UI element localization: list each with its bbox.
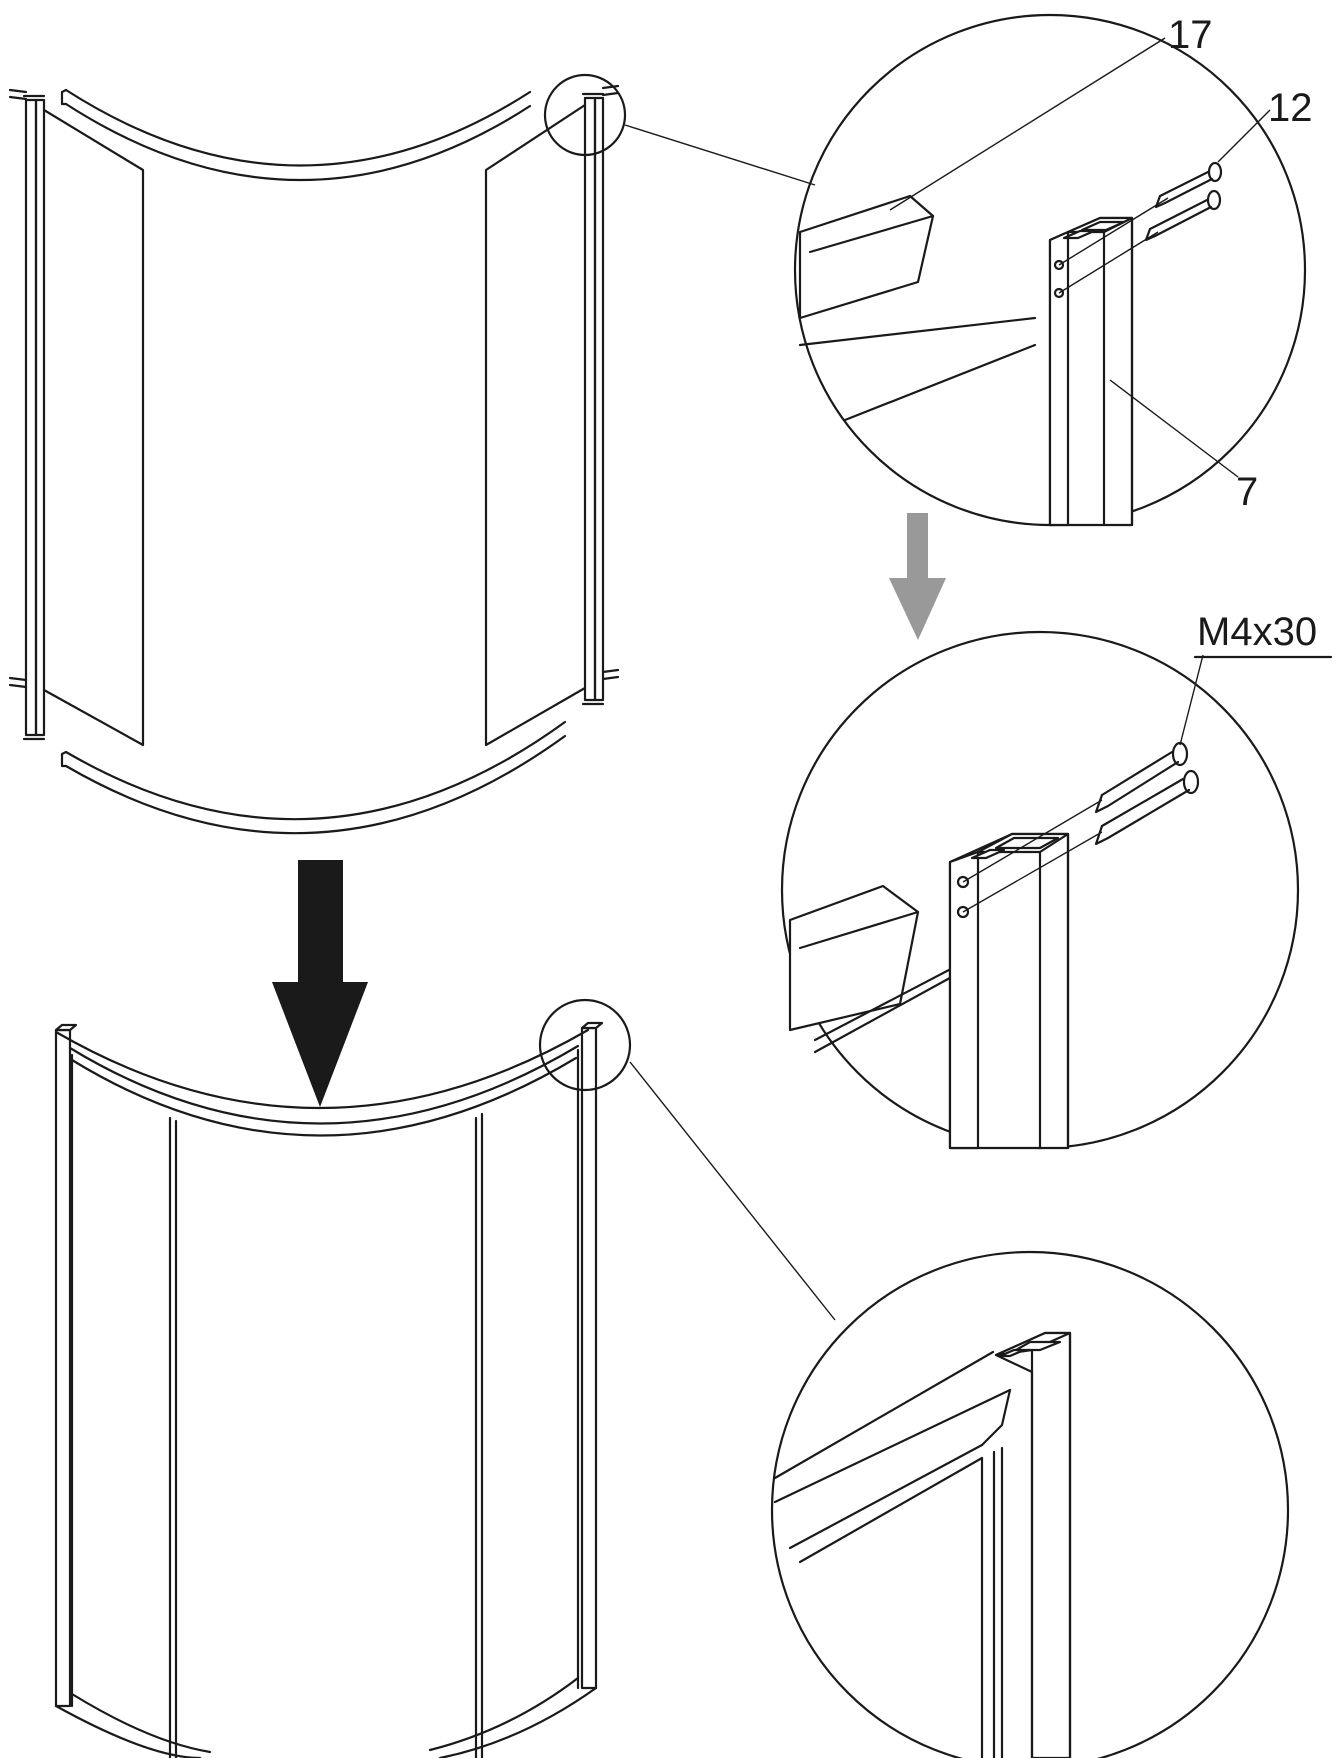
part-17-label: 17 bbox=[1168, 13, 1213, 57]
screw-size-leader bbox=[1179, 654, 1204, 746]
left-glass-panel bbox=[42, 108, 145, 747]
part-12-screw-lower bbox=[1058, 189, 1222, 294]
screw-size-label: M4x30 bbox=[1197, 610, 1317, 654]
part-12-screw-upper bbox=[1058, 161, 1223, 266]
right-glass-panel bbox=[484, 103, 587, 747]
detail-circle-1 bbox=[793, 13, 1307, 527]
part-17-rail bbox=[798, 194, 1037, 422]
top-detail-callout-circle bbox=[543, 73, 627, 157]
bottom-curved-rail bbox=[60, 720, 567, 835]
top-detail-leader bbox=[624, 124, 816, 186]
assembled-enclosure bbox=[54, 998, 632, 1758]
part-7-leader bbox=[1109, 379, 1239, 478]
left-top-screws-icon bbox=[8, 88, 28, 101]
right-top-screws-icon bbox=[601, 84, 620, 97]
right-wall-profile bbox=[581, 92, 605, 706]
part-7-label: 7 bbox=[1236, 470, 1258, 514]
step-arrow-black-icon bbox=[272, 860, 368, 1107]
mounted-rail bbox=[788, 884, 970, 1054]
part-7-profile bbox=[1048, 216, 1134, 527]
detail-circle-2 bbox=[780, 630, 1300, 1150]
left-bottom-screws-icon bbox=[8, 676, 28, 689]
right-bottom-screws-icon bbox=[601, 668, 620, 681]
mounted-profile bbox=[948, 832, 1070, 1150]
step-arrow-gray-icon bbox=[889, 513, 946, 640]
detail-circle-3 bbox=[770, 1250, 1290, 1758]
bottom-detail-leader bbox=[629, 1061, 836, 1321]
screw-m4x30-lower bbox=[962, 769, 1200, 913]
left-wall-profile bbox=[22, 94, 46, 741]
part-12-label: 12 bbox=[1268, 86, 1313, 130]
part-17-leader bbox=[889, 37, 1166, 211]
part-12-leader bbox=[1217, 109, 1271, 163]
bottom-detail-callout-circle bbox=[538, 998, 632, 1092]
top-curved-rail bbox=[60, 88, 532, 182]
exploded-enclosure bbox=[8, 73, 627, 835]
